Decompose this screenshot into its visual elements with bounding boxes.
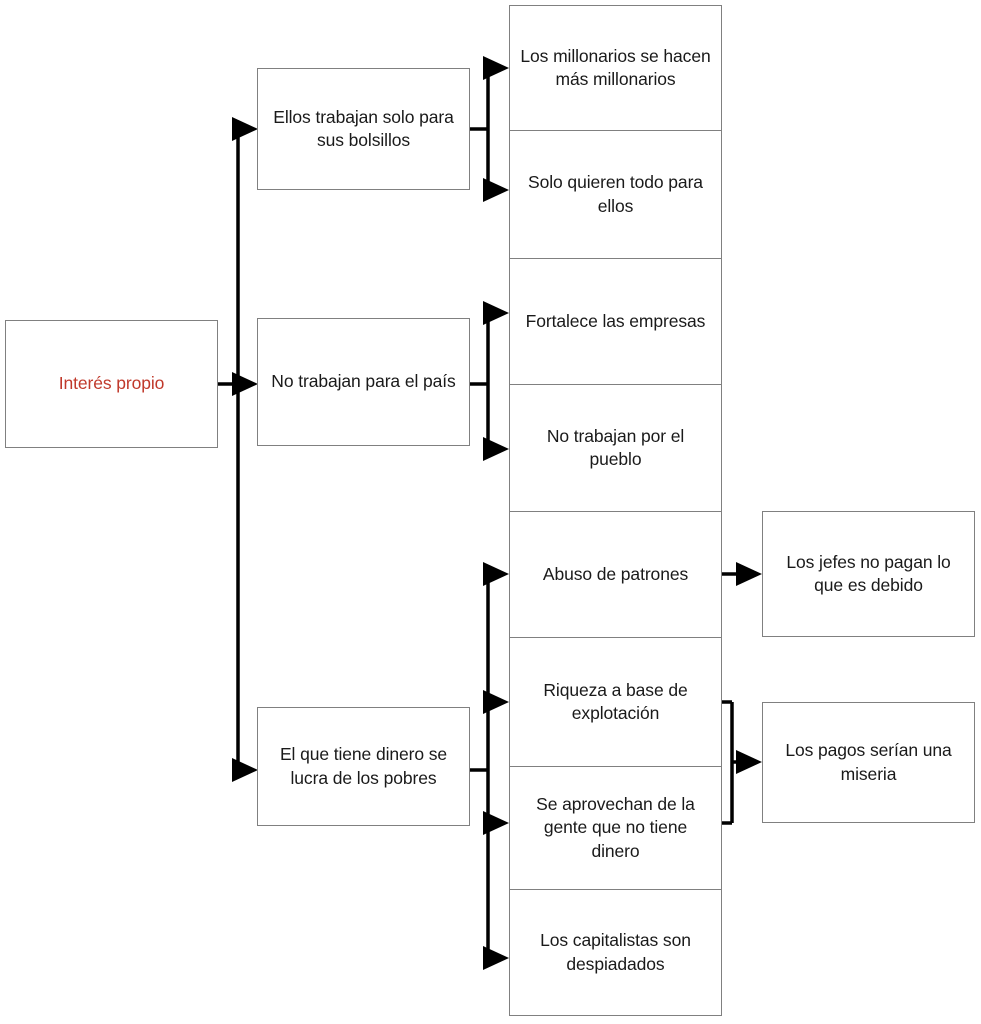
node-root-label: Interés propio xyxy=(58,373,165,394)
node-l3-3-label: No trabajan por el pueblo xyxy=(546,425,685,469)
node-l3-5-label: Riqueza a base de explotación xyxy=(543,679,688,723)
connector-l2-1-branch xyxy=(470,301,509,461)
node-l4-0[interactable]: Los jefes no pagan lo que es debido xyxy=(762,511,975,637)
node-l3-2-label: Fortalece las empresas xyxy=(525,310,706,331)
node-l3-1[interactable]: Solo quieren todo para ellos xyxy=(509,130,722,259)
connector-l2-2-branch xyxy=(470,562,509,970)
node-l4-0-label: Los jefes no pagan lo que es debido xyxy=(786,551,951,595)
node-l3-4-label: Abuso de patrones xyxy=(542,563,689,584)
node-l3-2[interactable]: Fortalece las empresas xyxy=(509,258,722,385)
node-l3-5[interactable]: Riqueza a base de explotación xyxy=(509,637,722,767)
node-l3-7-label: Los capitalistas son despiadados xyxy=(540,930,691,974)
connector-trunk-to-l2-2 xyxy=(232,758,258,782)
node-l2-0-label: Ellos trabajan solo para sus bolsillos xyxy=(273,106,454,150)
connector-trunk-to-l2-1 xyxy=(232,372,258,396)
node-l3-7[interactable]: Los capitalistas son despiadados xyxy=(509,889,722,1016)
node-l2-1[interactable]: No trabajan para el país xyxy=(257,318,470,446)
connector-merge-to-l4-1 xyxy=(722,700,762,825)
node-l4-1-label: Los pagos serían una miseria xyxy=(785,740,952,784)
node-l3-1-label: Solo quieren todo para ellos xyxy=(528,172,703,216)
connector-l2-0-branch xyxy=(470,56,509,202)
node-l3-3[interactable]: No trabajan por el pueblo xyxy=(509,384,722,512)
node-l3-6-label: Se aprovechan de la gente que no tiene d… xyxy=(536,794,695,861)
node-l4-1[interactable]: Los pagos serían una miseria xyxy=(762,702,975,823)
node-l3-4[interactable]: Abuso de patrones xyxy=(509,511,722,638)
connector-l3-4-to-l4-0 xyxy=(722,562,762,586)
node-l2-2[interactable]: El que tiene dinero se lucra de los pobr… xyxy=(257,707,470,826)
node-l3-0[interactable]: Los millonarios se hacen más millonarios xyxy=(509,5,722,131)
node-l2-2-label: El que tiene dinero se lucra de los pobr… xyxy=(279,744,448,788)
connector-trunk-to-l2-0 xyxy=(232,117,258,141)
node-root[interactable]: Interés propio xyxy=(5,320,218,448)
node-l3-6[interactable]: Se aprovechan de la gente que no tiene d… xyxy=(509,766,722,890)
node-l3-0-label: Los millonarios se hacen más millonarios xyxy=(520,45,711,89)
node-l2-0[interactable]: Ellos trabajan solo para sus bolsillos xyxy=(257,68,470,190)
node-l2-1-label: No trabajan para el país xyxy=(271,371,456,392)
